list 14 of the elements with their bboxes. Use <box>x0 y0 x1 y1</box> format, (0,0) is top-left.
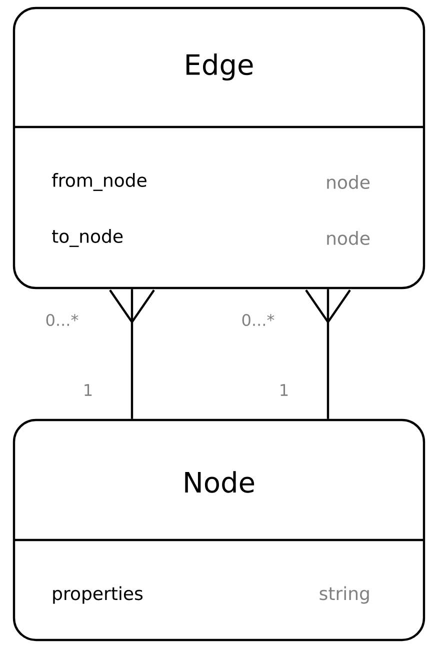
attribute-type: string <box>320 586 369 604</box>
relationship-line <box>108 288 156 420</box>
multiplicity-label: 0...* <box>46 314 78 326</box>
attribute-name: properties <box>53 586 143 604</box>
class-title: Node <box>185 471 254 493</box>
attribute-name: from_node <box>52 173 146 191</box>
multiplicity-label: 1 <box>84 384 92 396</box>
attribute-name: to_node <box>52 229 123 247</box>
class-title: Edge <box>186 53 253 81</box>
attribute-type: node <box>327 231 370 245</box>
attribute-type: node <box>327 175 370 189</box>
relationship-line <box>304 288 352 420</box>
multiplicity-label: 1 <box>280 384 288 396</box>
multiplicity-label: 0...* <box>242 314 274 326</box>
